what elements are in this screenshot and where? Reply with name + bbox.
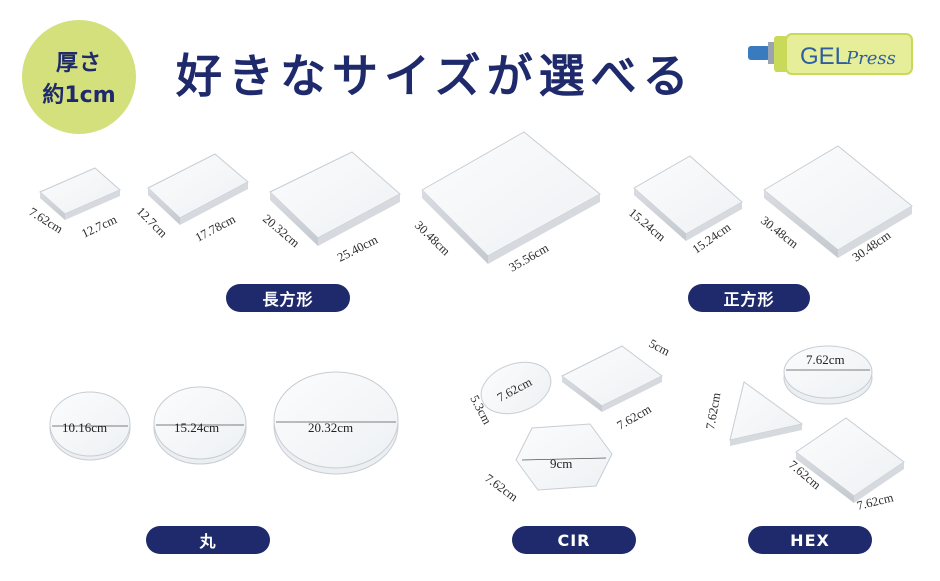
circle2-label: 15.24cm <box>174 420 219 435</box>
category-pill-square: 正方形 <box>688 284 810 312</box>
circle-plate-2 <box>153 386 247 465</box>
square-plate-1 <box>633 155 743 241</box>
rect-plate-1 <box>39 167 121 220</box>
square-plate-2 <box>763 145 913 258</box>
thickness-badge: 厚さ 約1cm <box>22 20 136 134</box>
logo-text-press: Press <box>845 48 896 69</box>
badge-line-1: 厚さ <box>55 51 102 76</box>
rect-plate-4 <box>421 131 601 264</box>
cir-hex-plate <box>515 423 613 491</box>
category-pill-cir: CIR <box>512 526 636 554</box>
cir-hex-width-label: 9cm <box>550 456 572 471</box>
hex-triangle-label: 7.62cm <box>703 391 723 430</box>
rect3-length-label: 25.40cm <box>335 232 380 264</box>
hex-circle-plate <box>783 345 873 405</box>
logo-text-gel: GEL <box>800 43 848 70</box>
cir-rect-plate <box>561 345 663 412</box>
circle-plate-1 <box>49 391 131 461</box>
gel-press-logo: GEL Press <box>748 33 913 75</box>
hex-triangle-plate <box>729 381 804 446</box>
circle1-label: 10.16cm <box>62 420 107 435</box>
hex-circle-label: 7.62cm <box>806 352 845 367</box>
rect-plate-2 <box>147 153 249 225</box>
roller-handle-icon <box>748 46 770 60</box>
rect-plate-3 <box>269 151 401 246</box>
circle3-label: 20.32cm <box>308 420 353 435</box>
cir-oval-plate <box>480 361 552 415</box>
hex-square-plate <box>795 417 905 503</box>
cir-rect-short-label: 5cm <box>647 336 673 359</box>
cir-rect-long-label: 7.62cm <box>615 402 654 433</box>
rect1-length-label: 12.7cm <box>79 212 119 241</box>
category-pill-rectangle: 長方形 <box>226 284 350 312</box>
badge-line-2: 約1cm <box>42 83 116 108</box>
rect4-side-label: 30.48cm <box>412 218 453 258</box>
rect2-length-label: 17.78cm <box>193 212 238 245</box>
cir-hex-side-label: 7.62cm <box>482 471 521 504</box>
headline: 好きなサイズが選べる <box>176 49 695 103</box>
circle-plate-3 <box>273 371 399 475</box>
category-pill-hex: HEX <box>748 526 872 554</box>
category-pill-circle: 丸 <box>146 526 270 554</box>
